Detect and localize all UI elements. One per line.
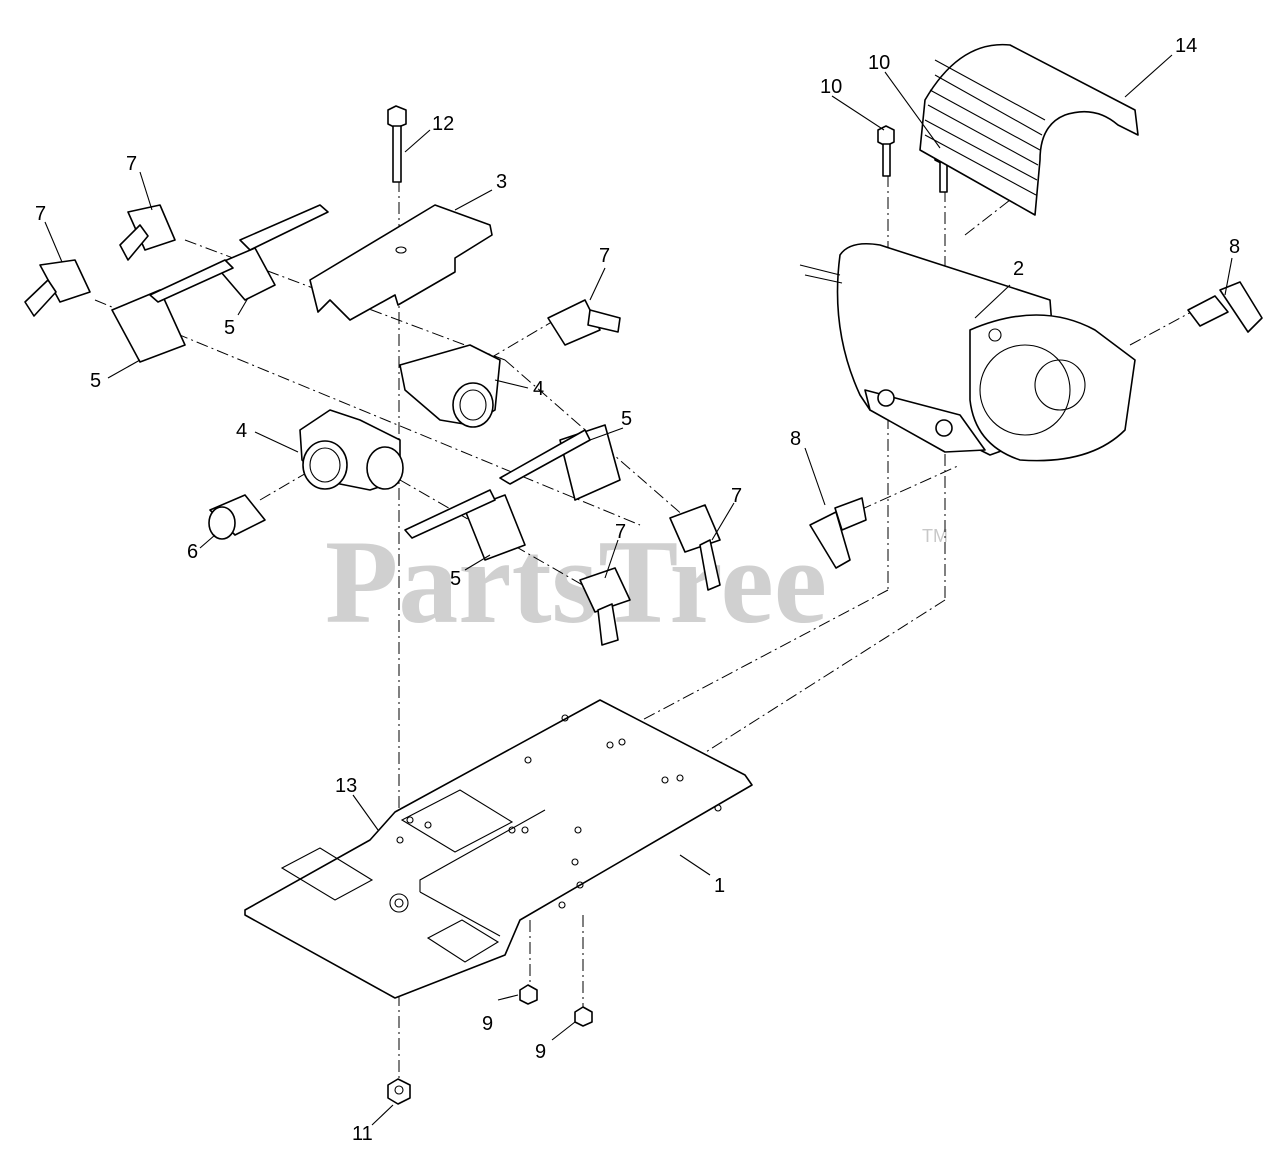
callout-5-top: 5 xyxy=(224,317,235,339)
nut-9-b xyxy=(574,1006,593,1027)
callout-7-c: 7 xyxy=(599,245,610,267)
valve-5-top xyxy=(214,204,329,301)
callout-7-a: 7 xyxy=(126,153,137,175)
callout-4-lower: 4 xyxy=(236,420,247,442)
elbow-7-b xyxy=(24,259,91,317)
pump-2 xyxy=(799,242,1136,462)
bracket-3 xyxy=(309,204,493,321)
valve-5-right xyxy=(499,424,621,501)
callout-4-upper: 4 xyxy=(533,378,544,400)
callout-5-left: 5 xyxy=(90,370,101,392)
elbow-7-e xyxy=(579,567,631,646)
callout-10-right: 10 xyxy=(868,52,890,74)
callout-7-b: 7 xyxy=(35,203,46,225)
elbow-7-d xyxy=(669,504,721,591)
tee-4-lower xyxy=(299,409,404,491)
callout-8-right: 8 xyxy=(1229,236,1240,258)
fitting-8-left xyxy=(809,497,867,569)
nut-9-a xyxy=(519,984,538,1005)
tee-4-upper xyxy=(399,344,501,428)
callout-6: 6 xyxy=(187,541,198,563)
callout-13: 13 xyxy=(335,775,357,797)
nut-11 xyxy=(387,1078,411,1105)
heat-sink-14 xyxy=(919,43,1139,216)
callout-5-bottom: 5 xyxy=(450,568,461,590)
fitting-8-right xyxy=(1187,281,1263,333)
valve-5-bottom xyxy=(404,489,526,561)
callout-1: 1 xyxy=(714,875,725,897)
elbow-7-c xyxy=(547,299,621,346)
leader-lines xyxy=(44,54,1233,1126)
callout-11: 11 xyxy=(352,1123,373,1145)
callout-5-right: 5 xyxy=(621,408,632,430)
bolt-12 xyxy=(387,105,407,183)
elbow-7-a xyxy=(119,204,176,261)
callout-2: 2 xyxy=(1013,258,1024,280)
callout-10-left: 10 xyxy=(820,76,842,98)
callout-3: 3 xyxy=(496,171,507,193)
nipple-6 xyxy=(208,494,266,540)
callout-14: 14 xyxy=(1175,35,1197,57)
callout-9-a: 9 xyxy=(482,1013,493,1035)
valve-5-left xyxy=(111,259,234,363)
callout-12: 12 xyxy=(432,113,454,135)
callout-8-left: 8 xyxy=(790,428,801,450)
callout-9-b: 9 xyxy=(535,1041,546,1063)
callouts: 1 2 3 4 4 5 5 5 5 6 7 7 7 7 7 8 8 9 9 10… xyxy=(35,35,1240,1145)
watermark-trademark: TM xyxy=(922,526,948,546)
base-plate xyxy=(244,699,753,999)
callout-7-e: 7 xyxy=(615,521,626,543)
callout-7-d: 7 xyxy=(731,485,742,507)
